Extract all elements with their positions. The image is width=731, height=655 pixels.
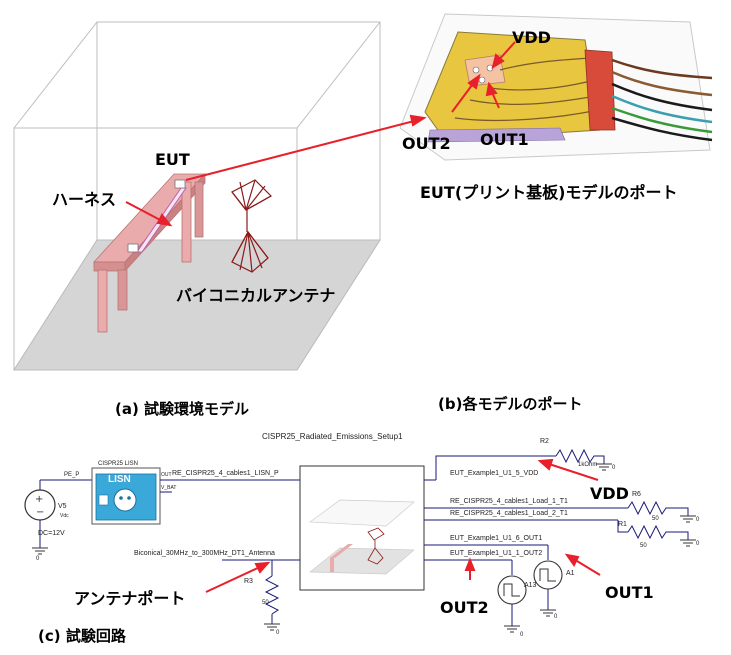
out2-label-c: OUT2 — [440, 598, 489, 617]
harness-label: ハーネス — [52, 190, 117, 209]
r2-value: 1kOhm — [578, 462, 598, 468]
gnd-source: 0 — [36, 556, 40, 562]
r2-name: R2 — [540, 438, 549, 445]
eut-label: EUT — [155, 150, 190, 169]
a13-name: A13 — [524, 582, 537, 589]
out1-label-b: OUT1 — [480, 130, 529, 149]
r3-name: R3 — [244, 578, 253, 585]
caption-c: (c) 試験回路 — [38, 627, 126, 645]
resistor-r2 — [555, 448, 612, 471]
annotation-arrows-top — [125, 41, 516, 227]
gnd-r3: 0 — [276, 630, 280, 636]
pcb-subtitle: EUT(プリント基板)モデルのポート — [420, 183, 678, 202]
gnd-r2: 0 — [612, 465, 616, 471]
lisn-port-v: V_BAT — [161, 485, 177, 491]
vdd-label-c: VDD — [590, 484, 629, 503]
gnd-r6: 0 — [696, 517, 700, 523]
lisn-port-out: OUT — [161, 472, 172, 478]
gnd-a1: 0 — [554, 614, 558, 620]
source-name: V5 — [58, 503, 67, 510]
vdd-label-b: VDD — [512, 28, 551, 47]
a1-name: A1 — [566, 570, 575, 577]
caption-a: (a) 試験環境モデル — [115, 400, 250, 418]
net-3: EUT_Example1_U1_6_OUT1 — [450, 535, 543, 542]
net-1: RE_CISPR25_4_cables1_Load_1_T1 — [450, 498, 568, 505]
lisn-title: CISPR25 LISN — [98, 461, 139, 467]
lisn-text: LISN — [108, 474, 131, 485]
caption-b: (b)各モデルのポート — [438, 395, 583, 413]
source-sub: Vdc — [60, 513, 69, 519]
net-4: EUT_Example1_U1_1_OUT2 — [450, 550, 543, 557]
resistor-r3 — [264, 575, 280, 631]
annotation-arrows-bottom — [205, 458, 601, 593]
resistor-r6 — [627, 500, 696, 523]
out1-label-c: OUT1 — [605, 583, 654, 602]
lisn-block — [91, 467, 300, 525]
net-0: EUT_Example1_U1_5_VDD — [450, 470, 539, 477]
setup-title: CISPR25_Radiated_Emissions_Setup1 — [262, 432, 403, 441]
gnd-r1: 0 — [696, 541, 700, 547]
gnd-a13: 0 — [520, 632, 524, 638]
r1-value: 50 — [640, 543, 647, 549]
lisn-net-label: RE_CISPR25_4_cables1_LISN_P — [172, 470, 279, 477]
antenna-net-label: Biconical_30MHz_to_300MHz_DT1_Antenna — [134, 550, 275, 557]
schematic-wires — [222, 455, 628, 624]
r1-name: R1 — [618, 521, 627, 528]
biconical-antenna — [231, 179, 272, 273]
antenna-label: バイコニカルアンテナ — [176, 286, 336, 305]
r6-value: 50 — [652, 516, 659, 522]
probe-a13 — [497, 575, 527, 633]
antenna-port-label: アンテナポート — [74, 589, 186, 608]
net-2: RE_CISPR25_4_cables1_Load_2_T1 — [450, 510, 568, 517]
svg-text:−: − — [36, 507, 44, 518]
dc-voltage-source: + − — [24, 479, 92, 555]
eut-subcircuit-block — [299, 465, 425, 591]
probe-a1 — [533, 560, 563, 617]
out2-label-b: OUT2 — [402, 134, 451, 153]
lisn-port-p: PE_P — [64, 472, 80, 478]
resistor-r1 — [627, 524, 696, 547]
pcb-model — [399, 13, 713, 161]
source-label: DC=12V — [38, 530, 65, 537]
svg-text:+: + — [35, 494, 43, 505]
r6-name: R6 — [632, 491, 641, 498]
r3-value: 50 — [262, 600, 269, 606]
